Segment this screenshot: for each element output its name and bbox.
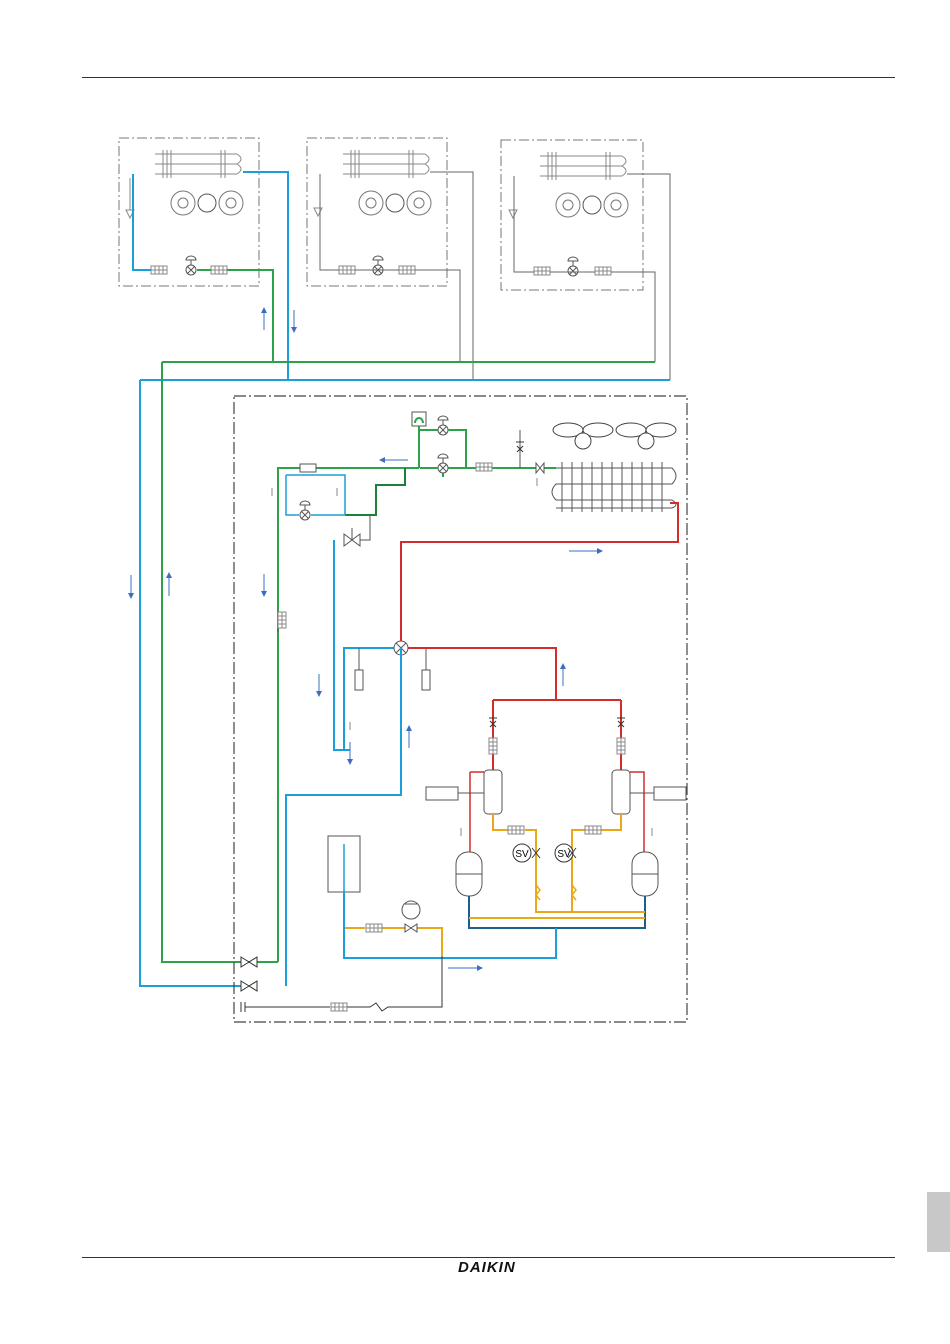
oil-separator-icon [484, 770, 630, 814]
stop-valve-icon [241, 957, 257, 1012]
filter-icon [476, 463, 492, 471]
footer-rule [82, 1257, 895, 1258]
heat-exchanger-icon [552, 462, 676, 512]
check-valve-icon [489, 718, 625, 727]
receiver-icon [328, 836, 360, 892]
indoor-unit-1 [119, 138, 259, 286]
fan-icon [553, 423, 676, 449]
sv-label-1: SV [515, 849, 529, 860]
expansion-valve-icon [438, 416, 448, 473]
side-tab [927, 1192, 950, 1252]
pump-icon [402, 901, 420, 932]
sv-label-2: SV [557, 849, 571, 860]
solenoid-valve-icon: SV SV [513, 844, 576, 862]
indoor-unit-2 [307, 138, 447, 286]
indoor-unit-3 [501, 140, 643, 290]
daikin-logo: DAIKIN [458, 1259, 516, 1276]
